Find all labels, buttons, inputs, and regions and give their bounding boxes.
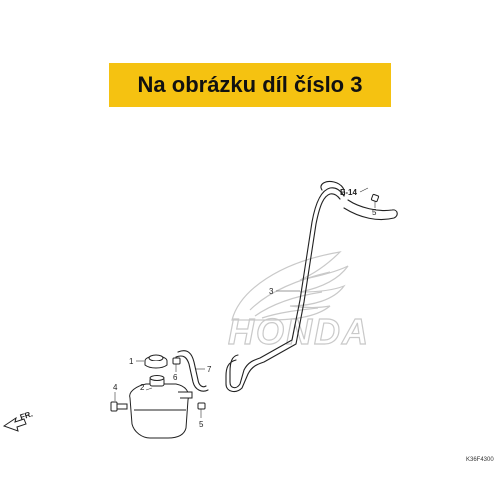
callout-6: 6 <box>173 373 178 382</box>
honda-wing-logo <box>231 251 349 321</box>
drawing-code: K36F4300 <box>466 457 494 463</box>
bolt-part-4 <box>110 392 128 412</box>
hose-part-3 <box>225 180 398 393</box>
small-hose-part-7 <box>175 350 209 392</box>
forward-arrow-icon <box>2 416 27 432</box>
banner-text: Na obrázku díl číslo 3 <box>137 72 363 97</box>
callout-2: 2 <box>140 383 145 392</box>
reservoir-tank-part-2 <box>129 375 193 439</box>
callout-1: 1 <box>129 357 134 366</box>
honda-watermark-text: HONDA <box>228 311 370 352</box>
part-number-banner: Na obrázku díl číslo 3 <box>109 63 391 107</box>
section-reference: E-14 <box>340 188 357 197</box>
callout-3: 3 <box>269 287 274 296</box>
direction-label: FR. <box>19 409 34 422</box>
clip-part-6 <box>172 357 181 372</box>
cap-part-1 <box>136 354 168 369</box>
callout-4: 4 <box>113 383 118 392</box>
section-reference-arrow <box>359 187 369 193</box>
callout-7: 7 <box>207 365 212 374</box>
callout-5-lower: 5 <box>199 420 204 429</box>
clip-part-5-upper <box>370 193 380 208</box>
callout-5-upper: 5 <box>372 208 377 217</box>
clip-part-5-lower <box>197 402 206 418</box>
